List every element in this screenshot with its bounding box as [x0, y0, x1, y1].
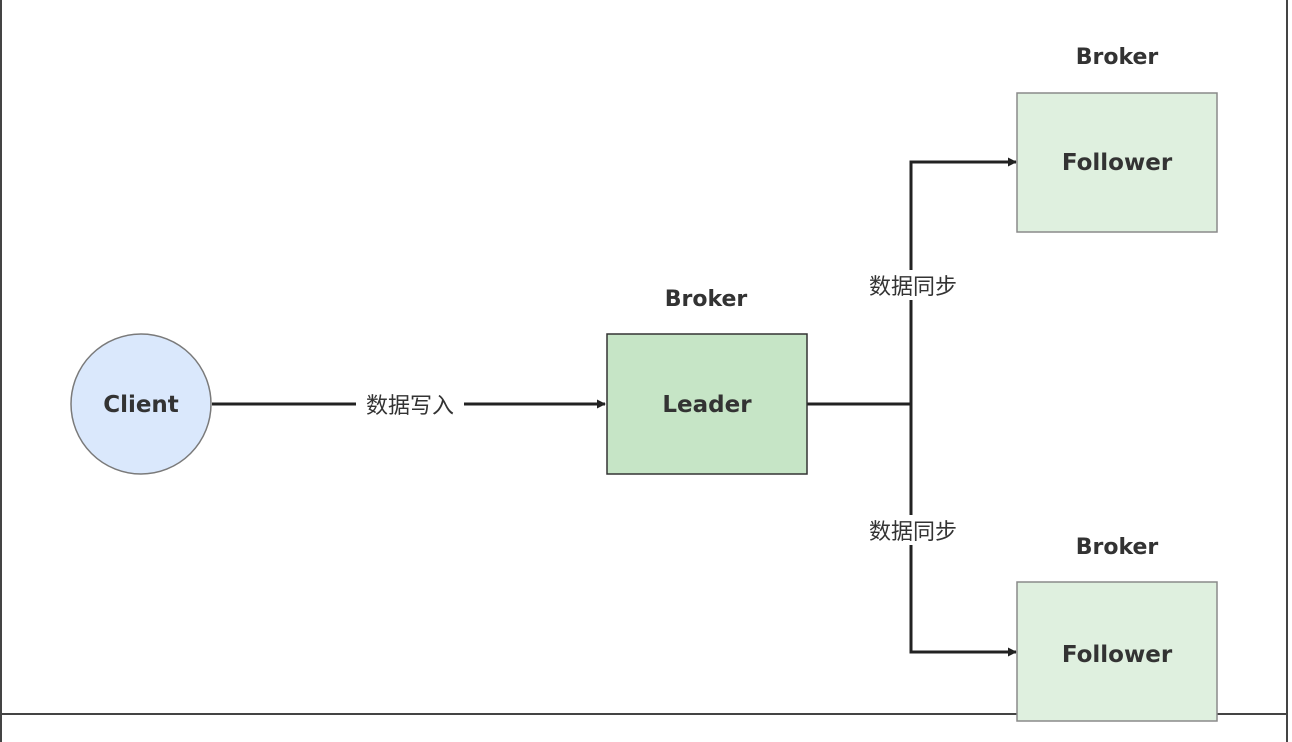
follower-top-box — [1016, 92, 1218, 233]
node-client: Client — [70, 333, 212, 475]
follower-top-label: Follower — [1062, 150, 1173, 176]
leader-label: Leader — [662, 392, 752, 418]
node-follower-top: Broker Follower — [1016, 45, 1218, 233]
leader-broker-title: Broker — [665, 287, 748, 312]
node-leader: Broker Leader — [606, 287, 808, 475]
edge-write: 数据写入 — [212, 390, 606, 419]
edge-sync-bottom-label-bg — [859, 515, 967, 545]
follower-bottom-broker-title: Broker — [1076, 535, 1159, 560]
follower-top-broker-title: Broker — [1076, 45, 1159, 70]
follower-bottom-box — [1016, 581, 1218, 722]
edge-sync-top-label-bg — [859, 270, 967, 300]
edge-sync-top: 数据同步 — [859, 157, 1017, 404]
edge-sync-bottom: 数据同步 — [859, 404, 1017, 657]
leader-box — [606, 333, 808, 475]
edge-sync-top-line — [909, 157, 1017, 404]
edge-write-label: 数据写入 — [366, 394, 454, 419]
follower-bottom-label: Follower — [1062, 642, 1173, 668]
edge-write-label-bg — [356, 390, 464, 418]
client-label: Client — [103, 392, 179, 418]
edge-sync-bottom-line — [909, 404, 1017, 657]
client-circle — [70, 333, 212, 475]
edge-sync-bottom-label: 数据同步 — [869, 520, 957, 545]
edge-sync-top-label: 数据同步 — [869, 275, 957, 300]
node-follower-bottom: Broker Follower — [1016, 535, 1218, 722]
